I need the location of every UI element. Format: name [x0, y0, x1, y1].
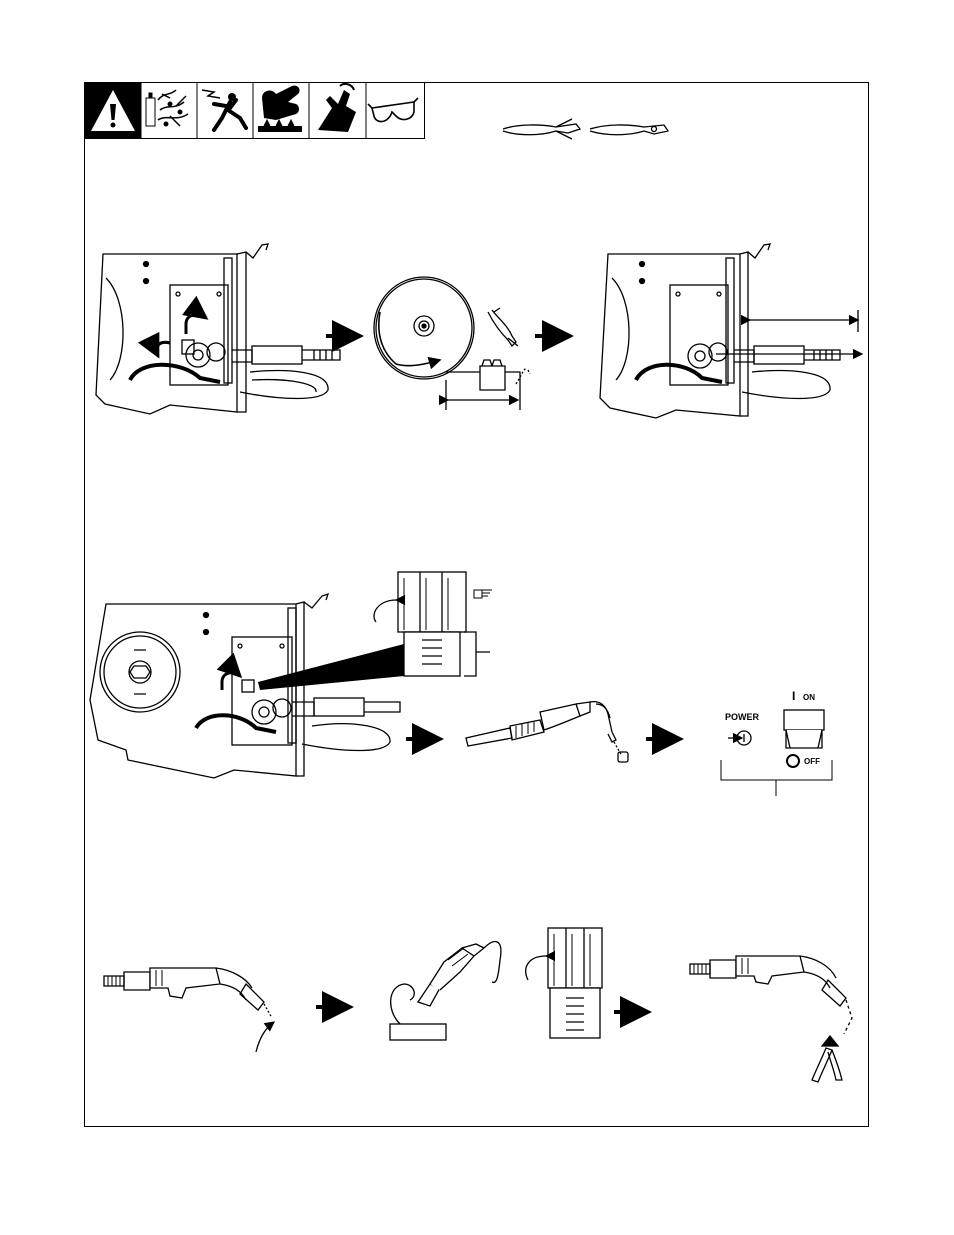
pliers-icon [590, 125, 668, 135]
power-switch-panel: POWER I ON OFF [721, 689, 832, 796]
rocker-switch[interactable] [784, 710, 824, 748]
wire-cutters-icon [503, 119, 580, 139]
power-label: POWER [725, 712, 760, 722]
electric-shock-icon [202, 90, 246, 130]
wire-cutters-icon [488, 308, 518, 346]
welding-gun-wire-tip [104, 968, 274, 1052]
wire-spool [374, 277, 530, 410]
warning-triangle-icon [85, 83, 141, 138]
off-symbol-icon [787, 755, 799, 767]
pointing-hand-icon [474, 590, 492, 598]
feeder-cabinet-tension-adjust [90, 594, 400, 778]
welding-gun-trim-wire [690, 956, 852, 1034]
welding-gun [466, 702, 628, 762]
hot-parts-icon [258, 86, 302, 132]
safety-glasses-icon [368, 98, 418, 122]
power-switch-on-icon [728, 731, 751, 745]
wire-cutters-icon [812, 1036, 842, 1082]
welding-gun-on-block [390, 942, 501, 1040]
fumes-gas-icon [146, 90, 188, 126]
safety-icon-strip [85, 83, 425, 139]
on-label: ON [803, 693, 815, 702]
moving-parts-icon [318, 84, 356, 132]
feeder-cabinet-open [96, 244, 340, 414]
tension-knob [526, 928, 602, 1038]
feeder-cabinet-wire-threaded [600, 244, 862, 418]
off-label: OFF [804, 757, 820, 766]
on-symbol: I [792, 689, 795, 703]
